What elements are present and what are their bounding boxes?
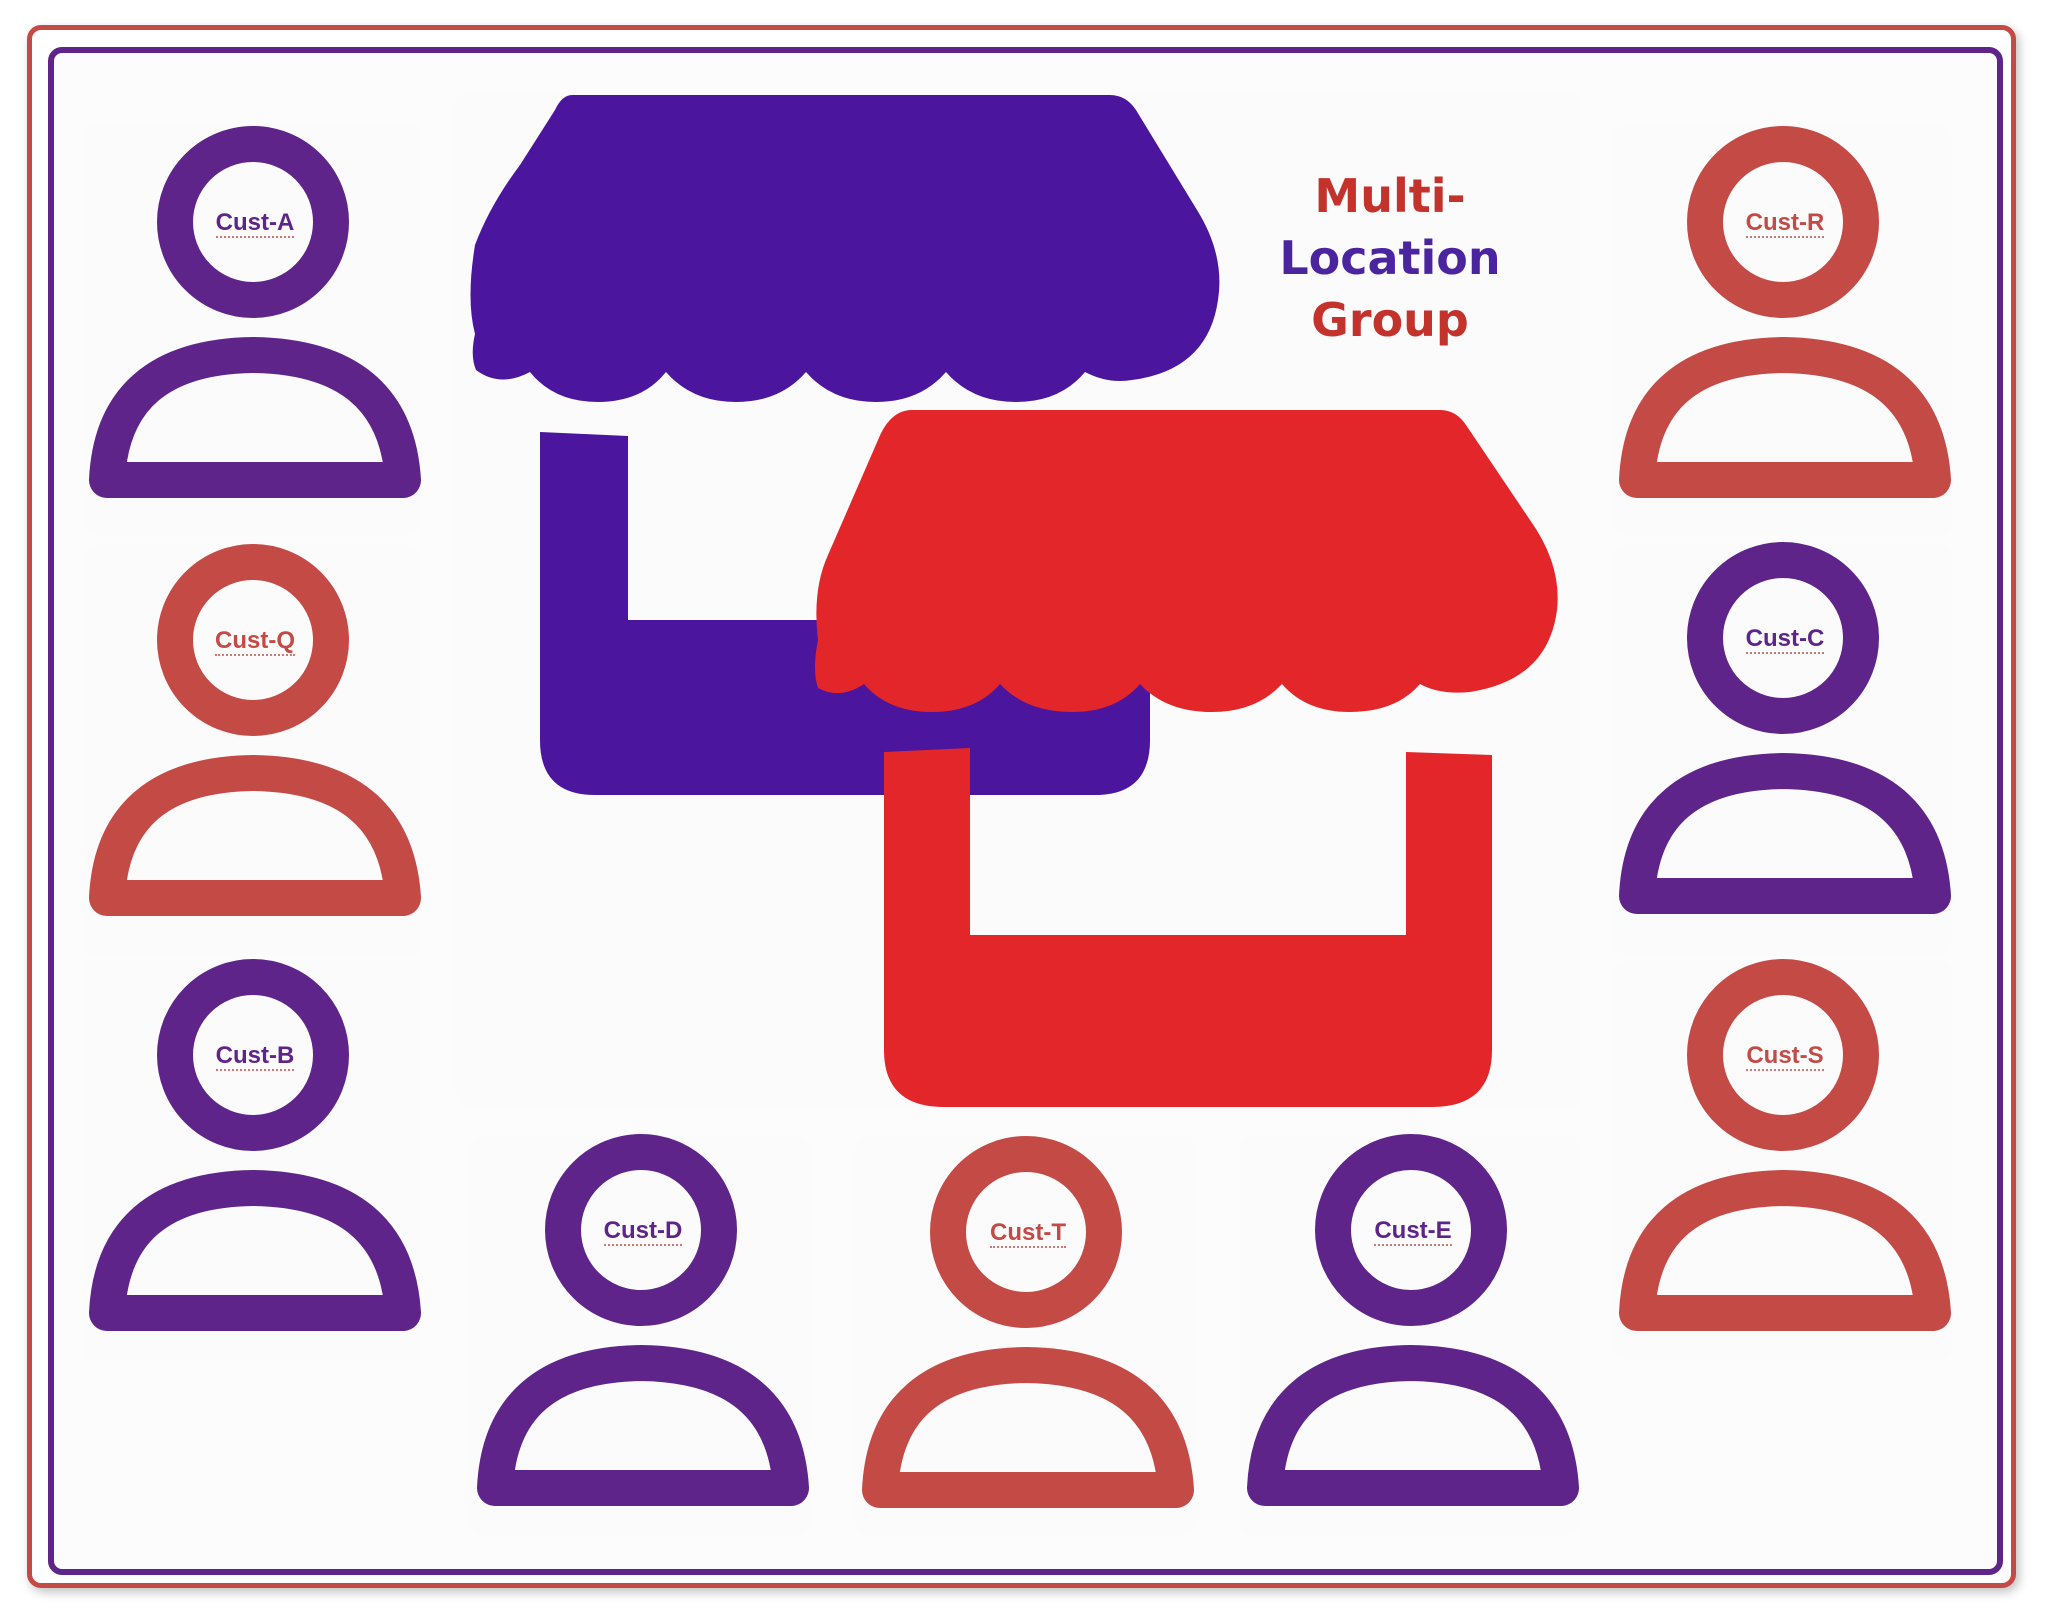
customer-label: Cust-E	[1374, 1217, 1452, 1246]
customer-b: Cust-B	[85, 955, 425, 1355]
customer-label: Cust-C	[1745, 625, 1825, 654]
customer-d: Cust-D	[473, 1130, 813, 1530]
customer-label: Cust-T	[990, 1219, 1066, 1248]
customer-t: Cust-T	[858, 1132, 1198, 1532]
person-icon	[1247, 1134, 1579, 1506]
customer-label: Cust-Q	[215, 627, 295, 656]
title-line-1: Multi-	[1314, 169, 1466, 223]
customer-label: Cust-B	[215, 1042, 295, 1071]
person-icon	[1619, 959, 1951, 1331]
customer-s: Cust-S	[1615, 955, 1955, 1355]
store-red-icon	[815, 410, 1558, 1107]
bottom-panel-3	[1240, 1135, 1580, 1535]
right-panel-3	[1612, 960, 1952, 1360]
customer-label: Cust-D	[603, 1217, 683, 1246]
bottom-panel-2	[855, 1135, 1195, 1535]
customer-c: Cust-C	[1615, 538, 1955, 938]
person-icon	[89, 959, 421, 1331]
group-title: Multi- Location Group	[1210, 165, 1570, 351]
customer-label: Cust-R	[1745, 209, 1825, 238]
customer-a: Cust-A	[85, 122, 425, 522]
title-line-3: Group	[1311, 293, 1469, 347]
customer-e: Cust-E	[1243, 1130, 1583, 1530]
customer-q: Cust-Q	[85, 540, 425, 940]
person-icon	[1619, 542, 1951, 914]
title-line-2: Location	[1279, 231, 1501, 285]
customer-label: Cust-S	[1746, 1042, 1824, 1071]
customer-label: Cust-A	[215, 209, 295, 238]
left-panel-3	[82, 960, 422, 1360]
person-icon	[89, 544, 421, 916]
person-icon	[862, 1136, 1194, 1508]
customer-r: Cust-R	[1615, 122, 1955, 522]
person-icon	[1619, 126, 1951, 498]
person-icon	[477, 1134, 809, 1506]
person-icon	[89, 126, 421, 498]
bottom-panel-1	[470, 1135, 810, 1535]
